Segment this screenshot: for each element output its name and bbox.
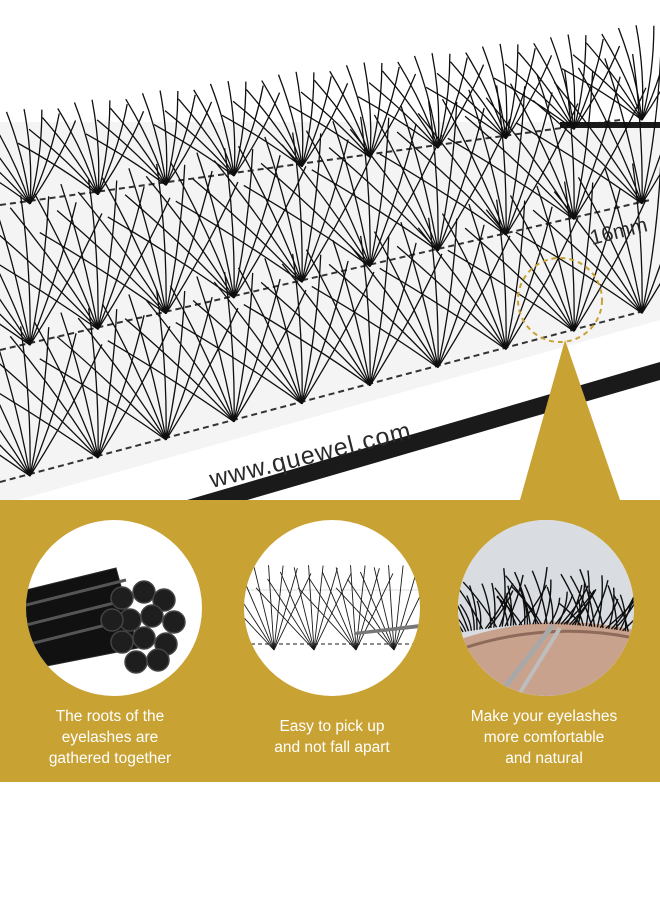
pointer-triangle	[520, 340, 620, 500]
feature-caption-3: Make your eyelashes more comfortable and…	[444, 706, 644, 769]
feature-circle-2	[244, 520, 420, 696]
feature-caption-1: The roots of the eyelashes are gathered …	[10, 706, 210, 769]
feature-circle-3	[458, 520, 634, 696]
eye-closeup-icon	[458, 520, 634, 696]
feature-circle-1	[26, 520, 202, 696]
feature-caption-2: Easy to pick up and not fall apart	[232, 716, 432, 758]
fiber-bundle-icon	[26, 520, 202, 696]
lash-fans-icon	[244, 520, 420, 696]
